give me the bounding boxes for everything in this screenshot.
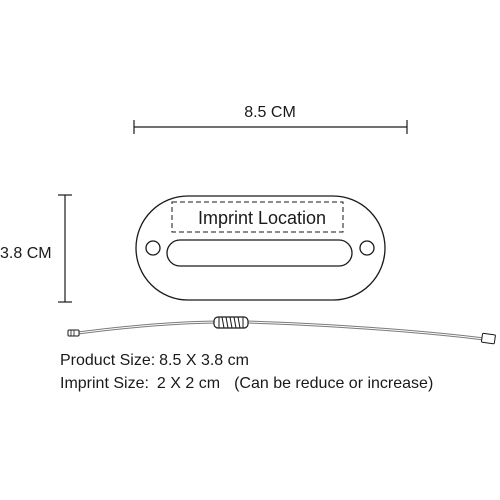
product-size-value: 8.5 X 3.8 cm xyxy=(159,352,249,369)
imprint-size-line: Imprint Size: 2 X 2 cm (Can be reduce or i… xyxy=(60,372,433,395)
width-dimension-line xyxy=(133,120,408,134)
imprint-size-note: (Can be reduce or increase) xyxy=(234,375,434,392)
screw-connector xyxy=(213,316,249,329)
tag-slot xyxy=(166,239,353,267)
imprint-location-label: Imprint Location xyxy=(198,208,326,228)
tag-outline xyxy=(135,195,386,301)
spec-list: Product Size:8.5 X 3.8 cm Imprint Size: 2… xyxy=(60,349,433,395)
tag-hole-left xyxy=(145,240,161,256)
imprint-location-box xyxy=(171,201,344,233)
imprint-size-value: 2 X 2 cm xyxy=(156,375,221,392)
tag-hole-right xyxy=(359,240,375,256)
height-dimension-line xyxy=(58,194,72,303)
width-dimension-label: 8.5 CM xyxy=(244,104,296,121)
height-dimension-label: 3.8 CM xyxy=(0,245,52,262)
product-size-label: Product Size: xyxy=(60,352,156,369)
product-size-line: Product Size:8.5 X 3.8 cm xyxy=(60,349,433,372)
cable xyxy=(67,316,496,345)
imprint-size-label: Imprint Size: xyxy=(60,375,149,392)
